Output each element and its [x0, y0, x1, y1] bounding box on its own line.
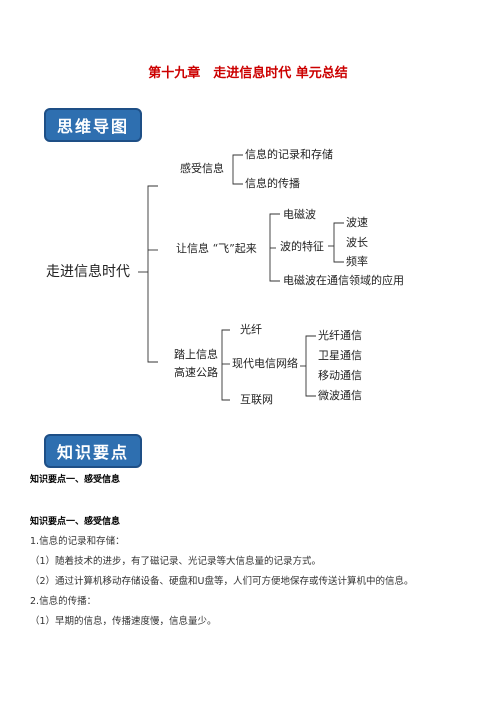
leaf-wave-speed: 波速: [346, 216, 368, 229]
document-title: 第十九章 走进信息时代 单元总结: [148, 66, 348, 81]
leaf-info-spread: 信息的传播: [245, 177, 300, 190]
branch-info-highway-line2: 高速公路: [174, 366, 218, 379]
leaf-internet: 互联网: [240, 393, 273, 406]
leaf-wave-features: 波的特征: [280, 240, 324, 253]
branch-let-info-fly: 让信息 “飞”起来: [176, 242, 257, 255]
leaf-record-storage: 信息的记录和存储: [245, 148, 333, 161]
leaf-fiber-comm: 光纤通信: [318, 329, 362, 342]
leaf-em-wave: 电磁波: [283, 208, 316, 221]
leaf-modern-telecom: 现代电信网络: [232, 357, 298, 370]
leaf-mobile-comm: 移动通信: [318, 369, 362, 382]
paragraph-record-point-2: （2）通过计算机移动存储设备、硬盘和U盘等，人们可方便地保存或传送计算机中的信息…: [30, 576, 414, 587]
leaf-em-wave-application: 电磁波在通信领域的应用: [283, 274, 404, 287]
subsection-heading: 知识要点一、感受信息: [30, 517, 121, 527]
knowledge-points-badge: 知识要点: [44, 434, 142, 468]
mind-map-badge: 思维导图: [44, 108, 142, 142]
branch-perceive-info: 感受信息: [180, 162, 224, 175]
branch-info-highway-line1: 踏上信息: [174, 348, 218, 361]
leaf-satellite-comm: 卫星通信: [318, 349, 362, 362]
leaf-wavelength: 波长: [346, 236, 368, 249]
section-heading: 知识要点一、感受信息: [30, 475, 121, 485]
paragraph-spread-point-1: （1）早期的信息，传播速度慢，信息量少。: [30, 616, 217, 627]
paragraph-record-point-1: （1）随着技术的进步，有了磁记录、光记录等大信息量的记录方式。: [30, 556, 322, 567]
paragraph-record-storage: 1.信息的记录和存储：: [30, 536, 125, 547]
paragraph-spread: 2.信息的传播：: [30, 596, 97, 607]
mindmap-root: 走进信息时代: [46, 264, 130, 280]
leaf-microwave-comm: 微波通信: [318, 389, 362, 402]
leaf-frequency: 频率: [346, 255, 368, 268]
leaf-optical-fiber: 光纤: [240, 323, 262, 336]
